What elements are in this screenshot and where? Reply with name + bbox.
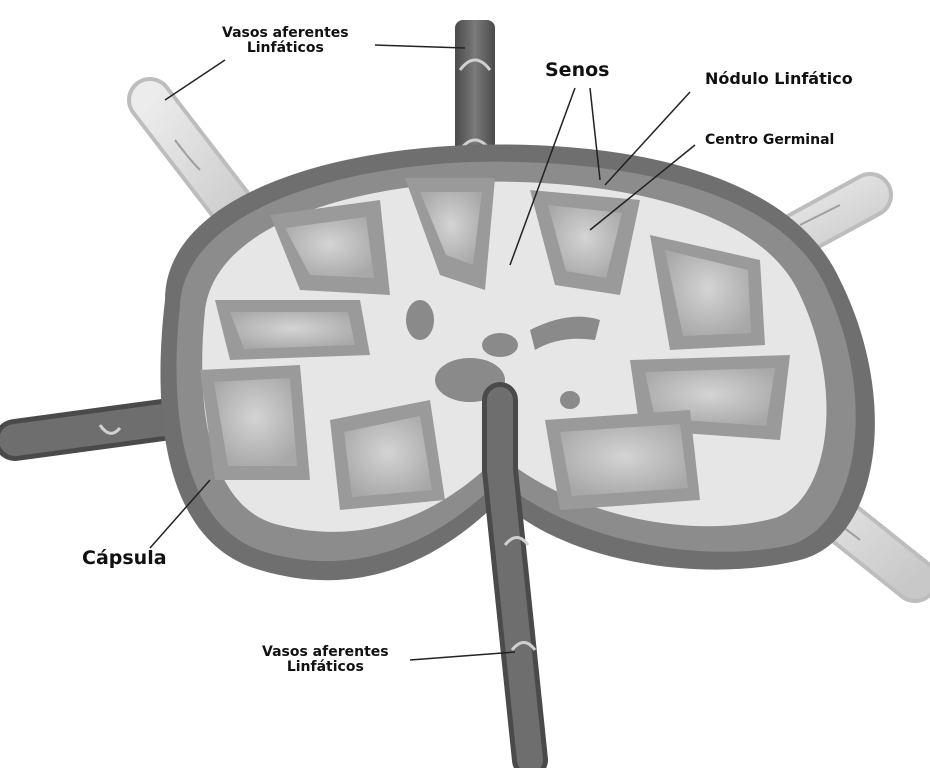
label-sinuses: Senos (545, 60, 609, 81)
label-afferent-bottom: Vasos aferentes Linfáticos (262, 645, 389, 676)
label-afferent-bottom-line2: Linfáticos (262, 660, 389, 675)
label-capsule: Cápsula (82, 548, 167, 569)
label-afferent-top: Vasos aferentes Linfáticos (222, 26, 349, 57)
label-lymph-nodule: Nódulo Linfático (705, 70, 853, 88)
label-germinal-center: Centro Germinal (705, 133, 834, 148)
label-afferent-top-line2: Linfáticos (222, 41, 349, 56)
label-afferent-bottom-line1: Vasos aferentes (262, 645, 389, 660)
label-afferent-top-line1: Vasos aferentes (222, 26, 349, 41)
